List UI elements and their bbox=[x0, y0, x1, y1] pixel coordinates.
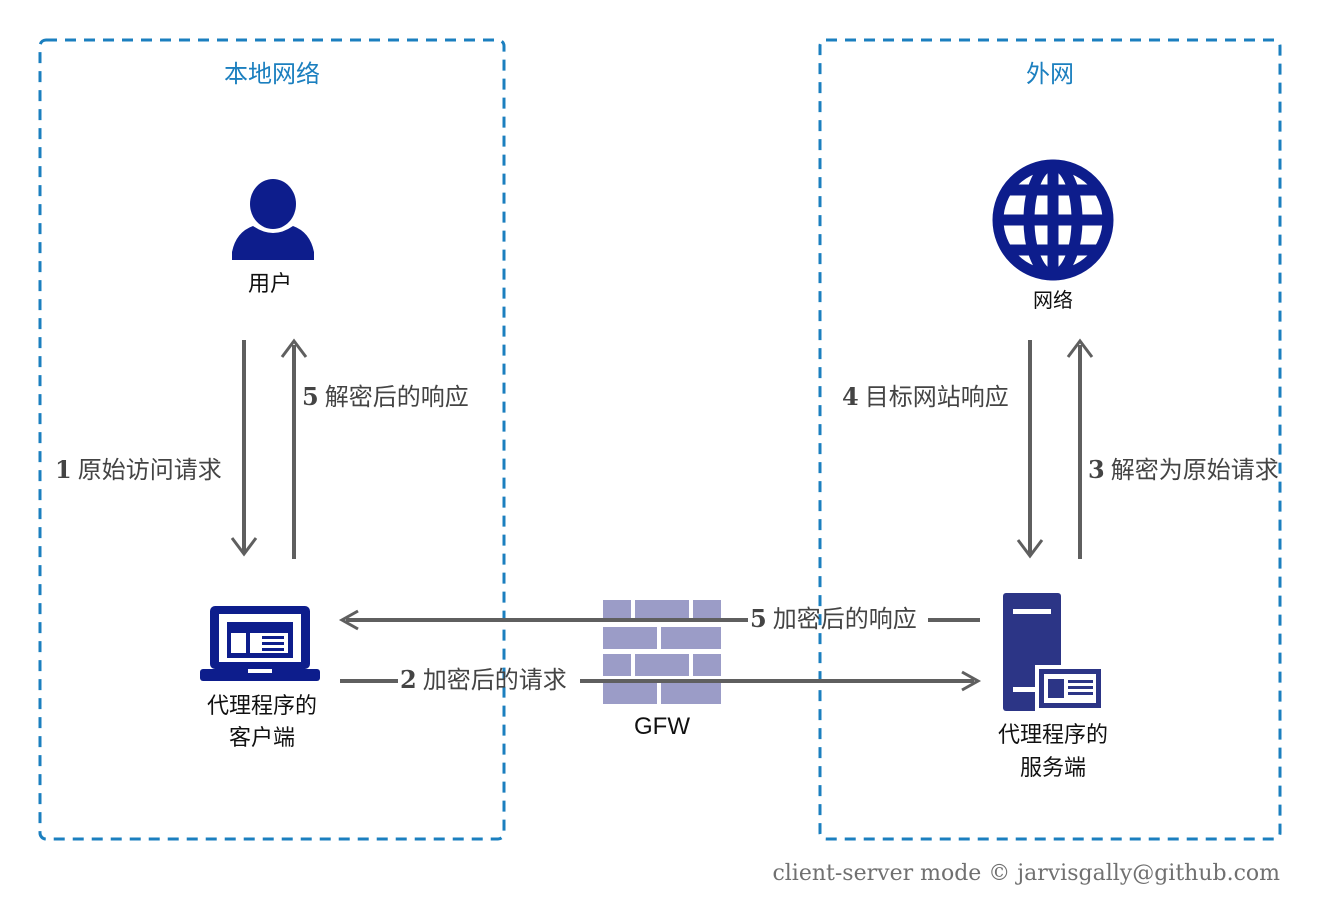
arrow-step4 bbox=[1016, 340, 1044, 559]
gfw-label: GFW bbox=[634, 713, 690, 740]
network-label: 网络 bbox=[1033, 288, 1073, 312]
external-network-title: 外网 bbox=[1026, 60, 1074, 88]
local-network-title: 本地网络 bbox=[224, 60, 320, 88]
arrow-step2 bbox=[340, 670, 982, 692]
footer-credit: client-server mode © jarvisgally@github.… bbox=[772, 861, 1280, 886]
client-label-line1: 代理程序的 bbox=[207, 694, 317, 719]
user-icon bbox=[232, 179, 314, 260]
arrow-step5-local bbox=[280, 338, 308, 559]
server-icon bbox=[1003, 593, 1105, 712]
arrow-step3 bbox=[1066, 338, 1094, 559]
server-label-line1: 代理程序的 bbox=[998, 723, 1108, 748]
user-label: 用户 bbox=[248, 272, 292, 297]
client-label-line2: 客户端 bbox=[229, 726, 295, 751]
laptop-icon bbox=[200, 606, 320, 681]
firewall-icon bbox=[603, 600, 721, 704]
globe-icon bbox=[992, 159, 1114, 281]
server-label-line2: 服务端 bbox=[1020, 756, 1086, 781]
local-network-zone bbox=[38, 38, 506, 841]
arrow-step1 bbox=[230, 340, 258, 557]
arrow-step5-encrypted bbox=[338, 609, 980, 631]
